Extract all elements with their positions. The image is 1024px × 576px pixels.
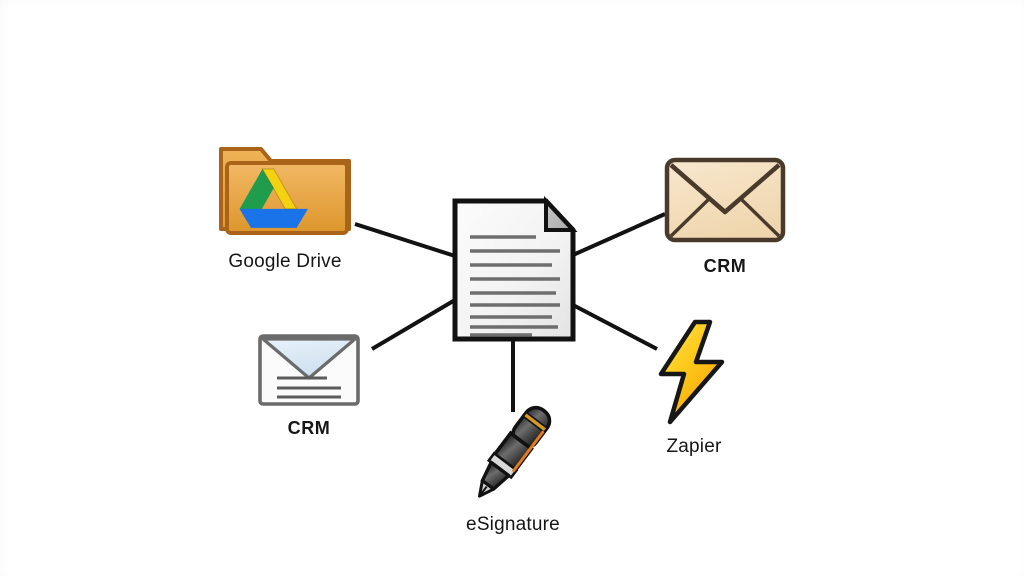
node-label-zapier: Zapier [666, 436, 722, 457]
node-google-drive[interactable]: Google Drive [213, 133, 357, 271]
node-zapier[interactable]: Zapier [648, 316, 740, 456]
connector-doc-to-crm-list [370, 298, 457, 351]
envelope-lines-icon [255, 330, 363, 410]
node-crm-list[interactable]: CRM [255, 330, 363, 437]
document-icon [448, 193, 580, 345]
envelope-icon [661, 152, 789, 248]
google-drive-folder-icon [213, 133, 357, 243]
node-esignature[interactable]: eSignature [455, 394, 571, 534]
node-label-crm-mail: CRM [703, 256, 747, 276]
node-crm-mail[interactable]: CRM [661, 152, 789, 275]
fountain-pen-icon [455, 394, 571, 506]
document-hub[interactable] [448, 193, 580, 354]
node-label-esignature: eSignature [466, 514, 560, 535]
node-label-crm-list: CRM [287, 418, 331, 438]
connector-doc-to-google-drive [354, 222, 456, 258]
connector-doc-to-crm-mail [572, 212, 666, 257]
node-label-google-drive: Google Drive [228, 251, 342, 272]
connector-doc-to-zapier [572, 303, 658, 351]
lightning-bolt-icon [648, 316, 740, 428]
